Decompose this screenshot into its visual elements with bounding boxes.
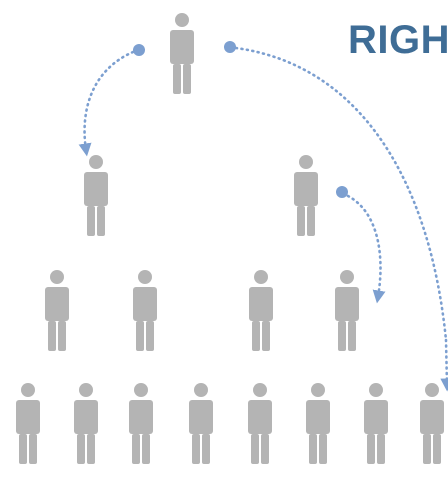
person-icon: [45, 270, 69, 351]
person-icon: [306, 383, 330, 464]
person-icon: [249, 270, 273, 351]
person-icon: [170, 13, 194, 94]
people-group: [16, 13, 444, 464]
person-icon: [129, 383, 153, 464]
person-icon: [84, 155, 108, 236]
person-icon: [364, 383, 388, 464]
arrow-root-to-left: [78, 44, 145, 157]
person-icon: [420, 383, 444, 464]
diagram-title: RIGH: [348, 18, 448, 62]
person-icon: [16, 383, 40, 464]
person-icon: [248, 383, 272, 464]
person-icon: [133, 270, 157, 351]
connector-arrows: [78, 41, 448, 392]
arrow-root-to-right: [224, 41, 448, 392]
person-icon: [294, 155, 318, 236]
arrow-level1-right: [336, 186, 386, 304]
person-icon: [189, 383, 213, 464]
person-icon: [74, 383, 98, 464]
person-icon: [335, 270, 359, 351]
